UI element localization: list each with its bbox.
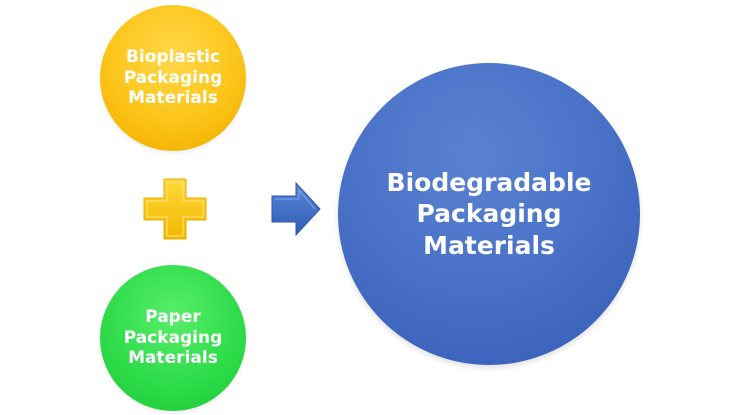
plus-icon xyxy=(143,178,207,240)
bioplastic-packaging-circle: Bioplastic Packaging Materials xyxy=(100,5,246,151)
biodegradable-packaging-label: Biodegradable Packaging Materials xyxy=(386,168,592,260)
paper-packaging-label: Paper Packaging Materials xyxy=(123,307,223,369)
paper-packaging-circle: Paper Packaging Materials xyxy=(100,265,246,411)
biodegradable-packaging-circle: Biodegradable Packaging Materials xyxy=(338,63,640,365)
arrow-right-icon xyxy=(271,182,321,236)
bioplastic-packaging-label: Bioplastic Packaging Materials xyxy=(123,47,223,109)
